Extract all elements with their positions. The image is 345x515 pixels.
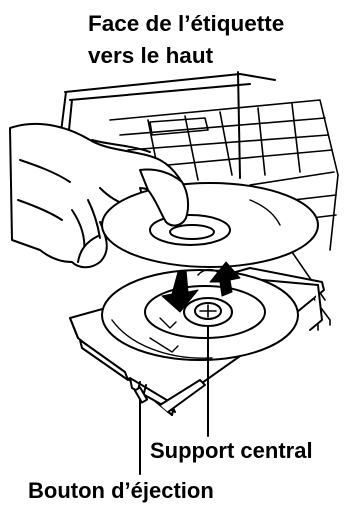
center-spindle: [184, 298, 232, 326]
eject-button-label: Bouton d’éjection: [28, 478, 214, 504]
compact-disc: [102, 183, 318, 267]
center-holder-label: Support central: [150, 438, 313, 464]
